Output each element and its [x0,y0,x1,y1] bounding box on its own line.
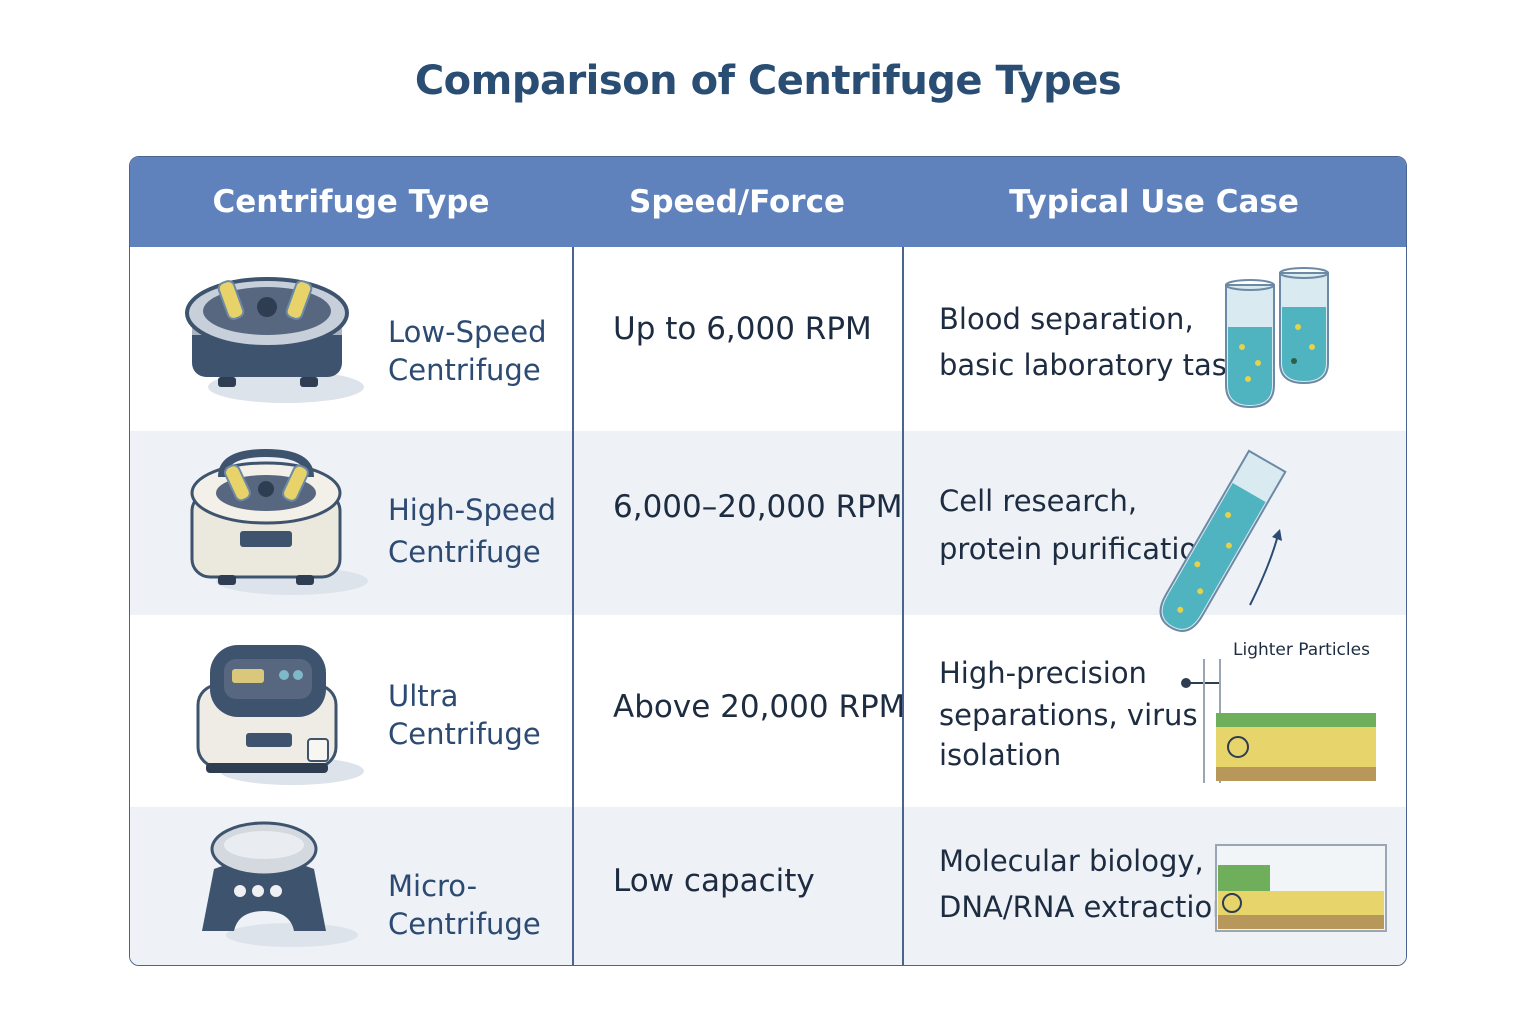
test-tubes-icon [1225,267,1329,409]
column-divider [902,247,904,431]
row3-use-line2: separations, virus [939,698,1198,732]
angled-tube-icon [1159,449,1287,632]
row4-use-line2: DNA/RNA extraction [939,890,1231,924]
row3-use-line3: isolation [939,738,1062,772]
row3-speed: Above 20,000 RPM [613,689,906,725]
row1-type-line2: Centrifuge [388,353,541,387]
header-centrifuge-type: Centrifuge Type [212,184,490,220]
ultra-centrifuge-icon [196,645,364,785]
row2-type-line2: Centrifuge [388,535,541,569]
table-row: Ultra Centrifuge Above 20,000 RPM High-p… [130,615,1406,807]
row4-use-line1: Molecular biology, [939,844,1204,878]
row1-speed: Up to 6,000 RPM [613,311,872,347]
micro-centrifuge-icon [202,821,358,947]
row3-type-line1: Ultra [388,679,459,713]
row4-type-line2: Centrifuge [388,907,541,941]
row4-type-line1: Micro- [388,869,478,903]
row2-speed: 6,000–20,000 RPM [613,489,903,525]
row3-type-line2: Centrifuge [388,717,541,751]
row2-use-line1: Cell research, [939,484,1138,518]
column-divider [572,615,574,807]
row2-use-line2: protein purification [939,532,1216,566]
low-speed-centrifuge-icon [185,277,364,403]
table-row: High-Speed Centrifuge 6,000–20,000 RPM C… [130,431,1406,615]
header-speed-force: Speed/Force [629,184,845,220]
high-speed-centrifuge-icon [190,448,368,595]
column-divider [902,615,904,807]
row1-use-line1: Blood separation, [939,302,1194,336]
column-divider [902,807,904,965]
page-title: Comparison of Centrifuge Types [414,58,1122,104]
row2-type-line1: High-Speed [388,493,557,527]
column-divider [572,807,574,965]
row4-speed: Low capacity [613,863,815,899]
comparison-table: Centrifuge Type Speed/Force Typical Use … [129,156,1407,966]
lighter-particles-label: Lighter Particles [1233,640,1370,660]
column-divider [572,247,574,431]
column-divider [902,431,904,615]
row1-use-line2: basic laboratory tasks [939,348,1259,382]
table-header: Centrifuge Type Speed/Force Typical Use … [130,157,1406,247]
layered-sample-icon [1215,844,1387,932]
separation-layers-icon [1181,659,1376,783]
row1-type-line1: Low-Speed [388,315,547,349]
column-divider [572,431,574,615]
table-row: Low-Speed Centrifuge Up to 6,000 RPM Blo… [130,247,1406,431]
row3-use-line1: High-precision [939,656,1147,690]
header-typical-use-case: Typical Use Case [1009,184,1299,220]
table-row: Micro- Centrifuge Low capacity Molecular… [130,807,1406,965]
